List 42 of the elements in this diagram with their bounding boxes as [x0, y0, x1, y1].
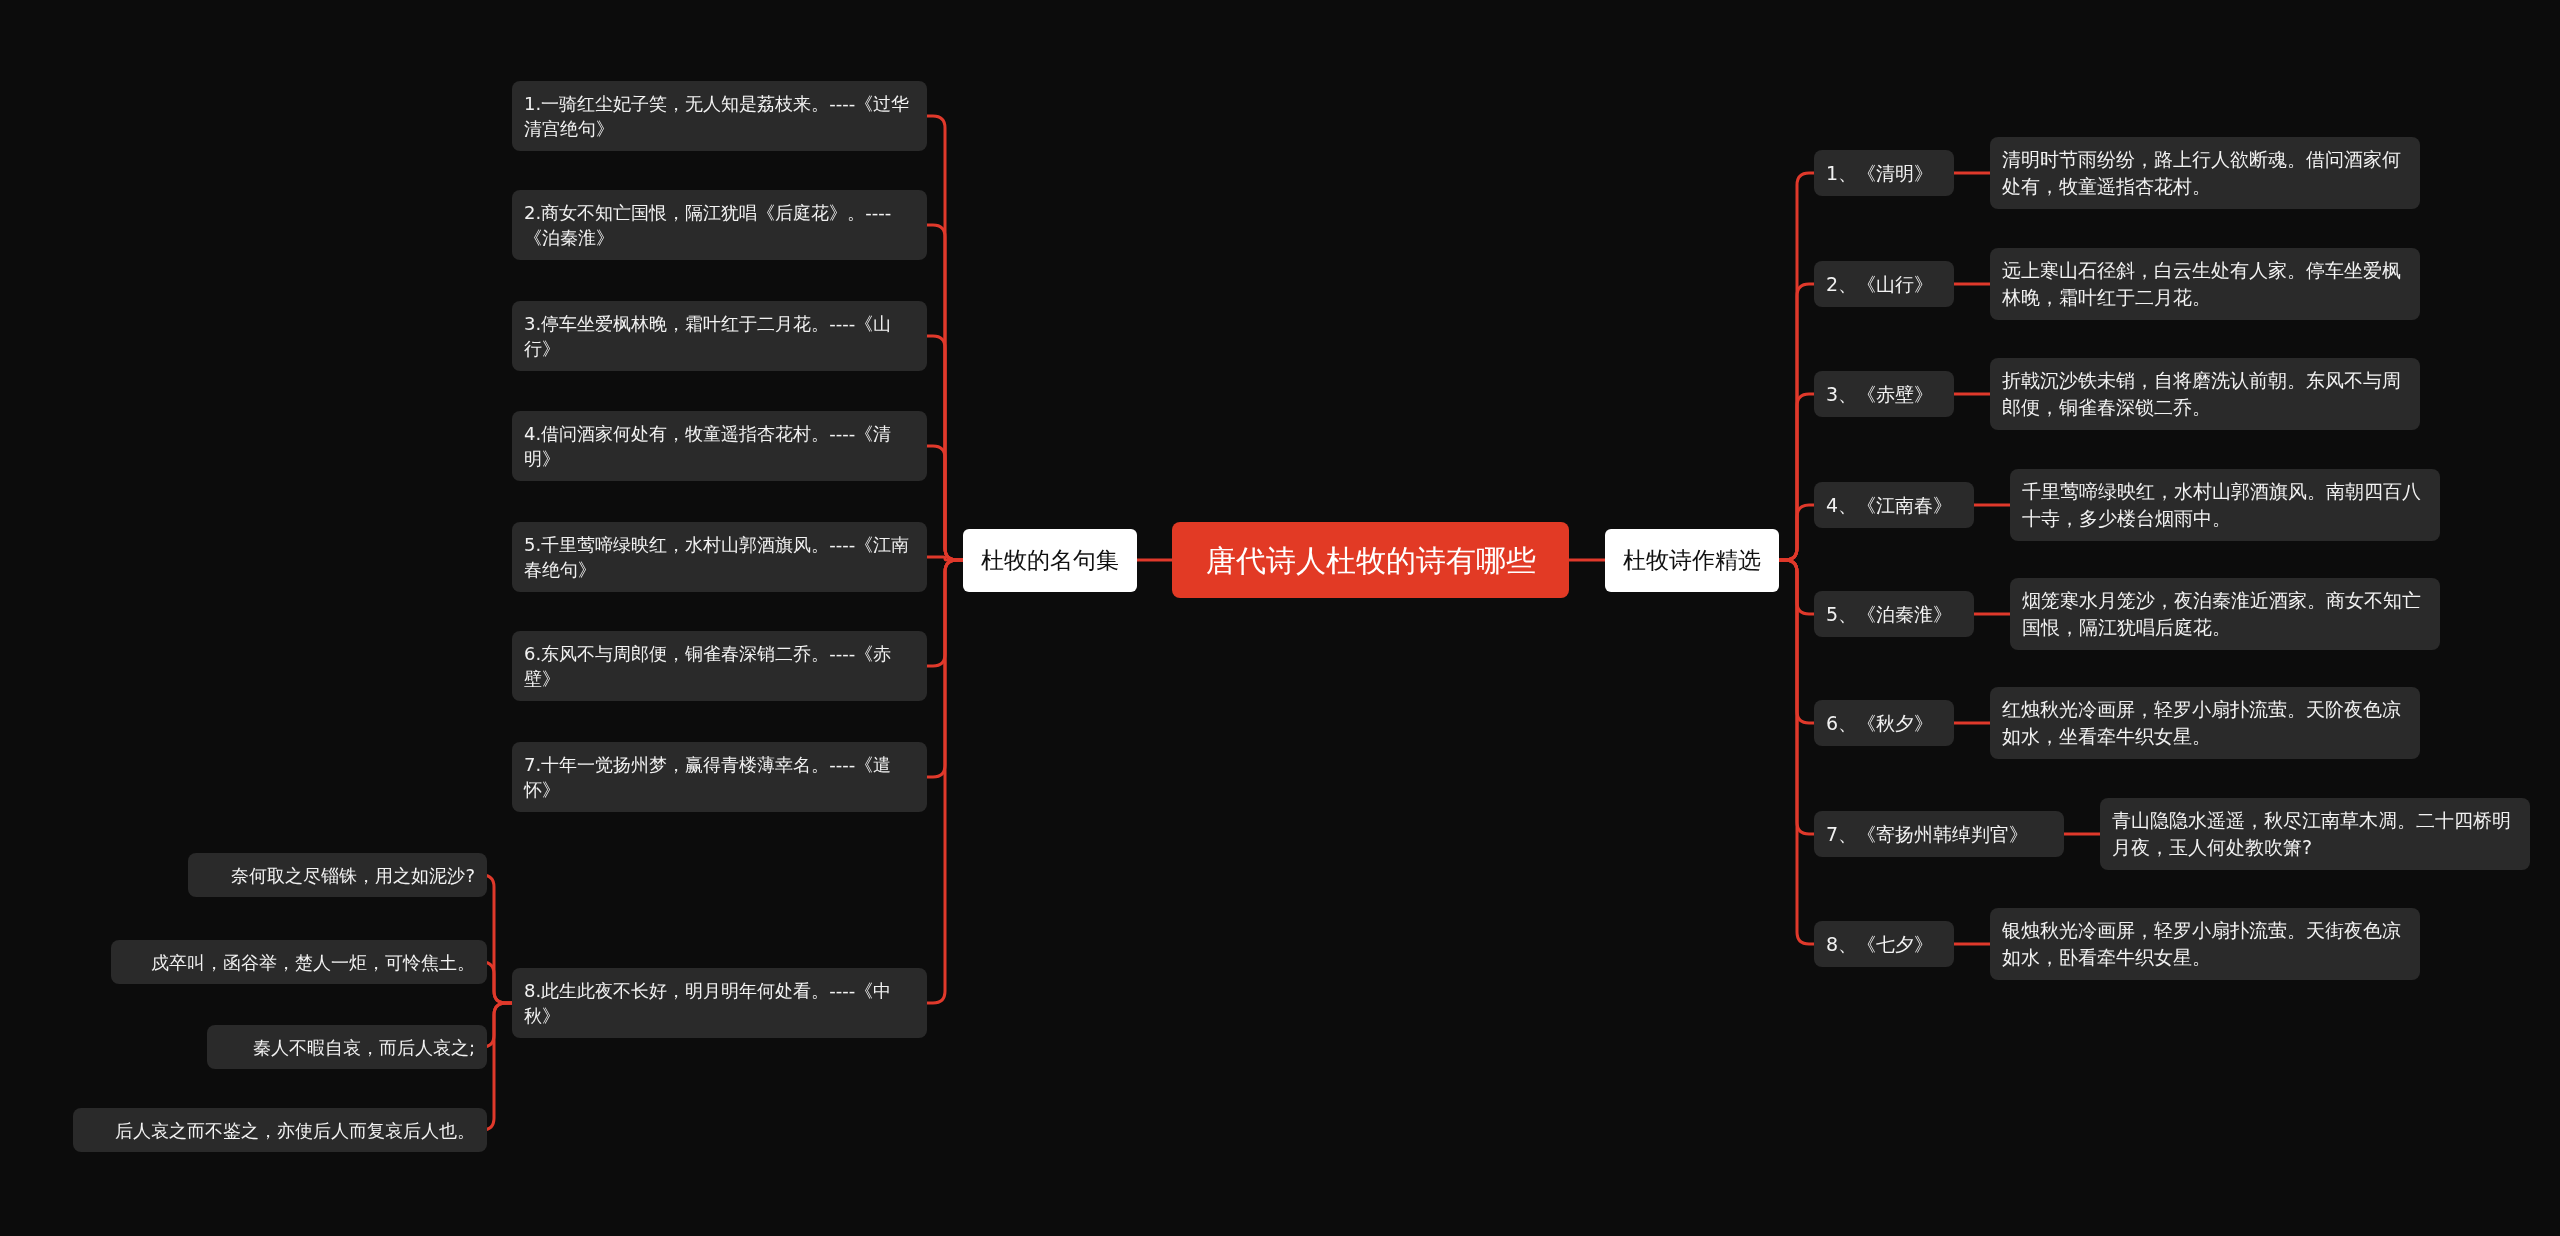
connector-line: [1974, 503, 2010, 507]
poem-text-box: 远上寒山石径斜，白云生处有人家。停车坐爱枫林晚，霜叶红于二月花。: [1990, 248, 2420, 320]
poem-title-box: 7、《寄扬州韩绰判官》: [1814, 811, 2064, 857]
quote-box: 戍卒叫，函谷举，楚人一炬，可怜焦土。: [111, 940, 487, 984]
branch-topic: 杜牧的名句集: [963, 528, 1137, 592]
poem-title-box: 3、《赤壁》: [1814, 371, 1954, 417]
central-topic: 唐代诗人杜牧的诗有哪些: [1172, 522, 1569, 598]
connector-line: [1137, 558, 1172, 562]
poem-title-box: 4、《江南春》: [1814, 482, 1974, 528]
connector-line: [2064, 832, 2100, 836]
poem-title-box: 5、《泊秦淮》: [1814, 591, 1974, 637]
poem-text-box: 千里莺啼绿映红，水村山郭酒旗风。南朝四百八十寺，多少楼台烟雨中。: [2010, 469, 2440, 541]
connector-line: [1974, 612, 2010, 616]
poem-title-box: 2、《山行》: [1814, 261, 1954, 307]
quote-box: 3.停车坐爱枫林晚，霜叶红于二月花。----《山行》: [512, 301, 927, 371]
poem-title-box: 1、《清明》: [1814, 150, 1954, 196]
poem-text-box: 折戟沉沙铁未销，自将磨洗认前朝。东风不与周郎便，铜雀春深锁二乔。: [1990, 358, 2420, 430]
quote-box: 6.东风不与周郎便，铜雀春深销二乔。----《赤壁》: [512, 631, 927, 701]
poem-title-box: 6、《秋夕》: [1814, 700, 1954, 746]
connector-line: [1954, 721, 1990, 725]
poem-text-box: 青山隐隐水遥遥，秋尽江南草木凋。二十四桥明月夜，玉人何处教吹箫?: [2100, 798, 2530, 870]
poem-text-box: 清明时节雨纷纷，路上行人欲断魂。借问酒家何处有，牧童遥指杏花村。: [1990, 137, 2420, 209]
quote-box: 1.一骑红尘妃子笑，无人知是荔枝来。----《过华清宫绝句》: [512, 81, 927, 151]
poem-title-box: 8、《七夕》: [1814, 921, 1954, 967]
quote-box: 8.此生此夜不长好，明月明年何处看。----《中秋》: [512, 968, 927, 1038]
connector-line: [1954, 392, 1990, 396]
quote-box: 5.千里莺啼绿映红，水村山郭酒旗风。----《江南春绝句》: [512, 522, 927, 592]
connector-line: [1954, 942, 1990, 946]
quote-box: 7.十年一觉扬州梦，赢得青楼薄幸名。----《遣怀》: [512, 742, 927, 812]
quote-box: 秦人不暇自哀，而后人哀之;: [207, 1025, 487, 1069]
quote-box: 后人哀之而不鉴之，亦使后人而复哀后人也。: [73, 1108, 487, 1152]
poem-text-box: 银烛秋光冷画屏，轻罗小扇扑流萤。天街夜色凉如水，卧看牵牛织女星。: [1990, 908, 2420, 980]
quote-box: 2.商女不知亡国恨，隔江犹唱《后庭花》。----《泊秦淮》: [512, 190, 927, 260]
connector-line: [1954, 282, 1990, 286]
quote-box: 奈何取之尽锱铢，用之如泥沙?: [188, 853, 487, 897]
poem-text-box: 烟笼寒水月笼沙，夜泊秦淮近酒家。商女不知亡国恨，隔江犹唱后庭花。: [2010, 578, 2440, 650]
connector-line: [1954, 171, 1990, 175]
connector-line: [927, 558, 963, 1005]
quote-box: 4.借问酒家何处有，牧童遥指杏花村。----《清明》: [512, 411, 927, 481]
branch-topic: 杜牧诗作精选: [1605, 528, 1779, 592]
connector-line: [1569, 558, 1605, 562]
poem-text-box: 红烛秋光冷画屏，轻罗小扇扑流萤。天阶夜色凉如水，坐看牵牛织女星。: [1990, 687, 2420, 759]
